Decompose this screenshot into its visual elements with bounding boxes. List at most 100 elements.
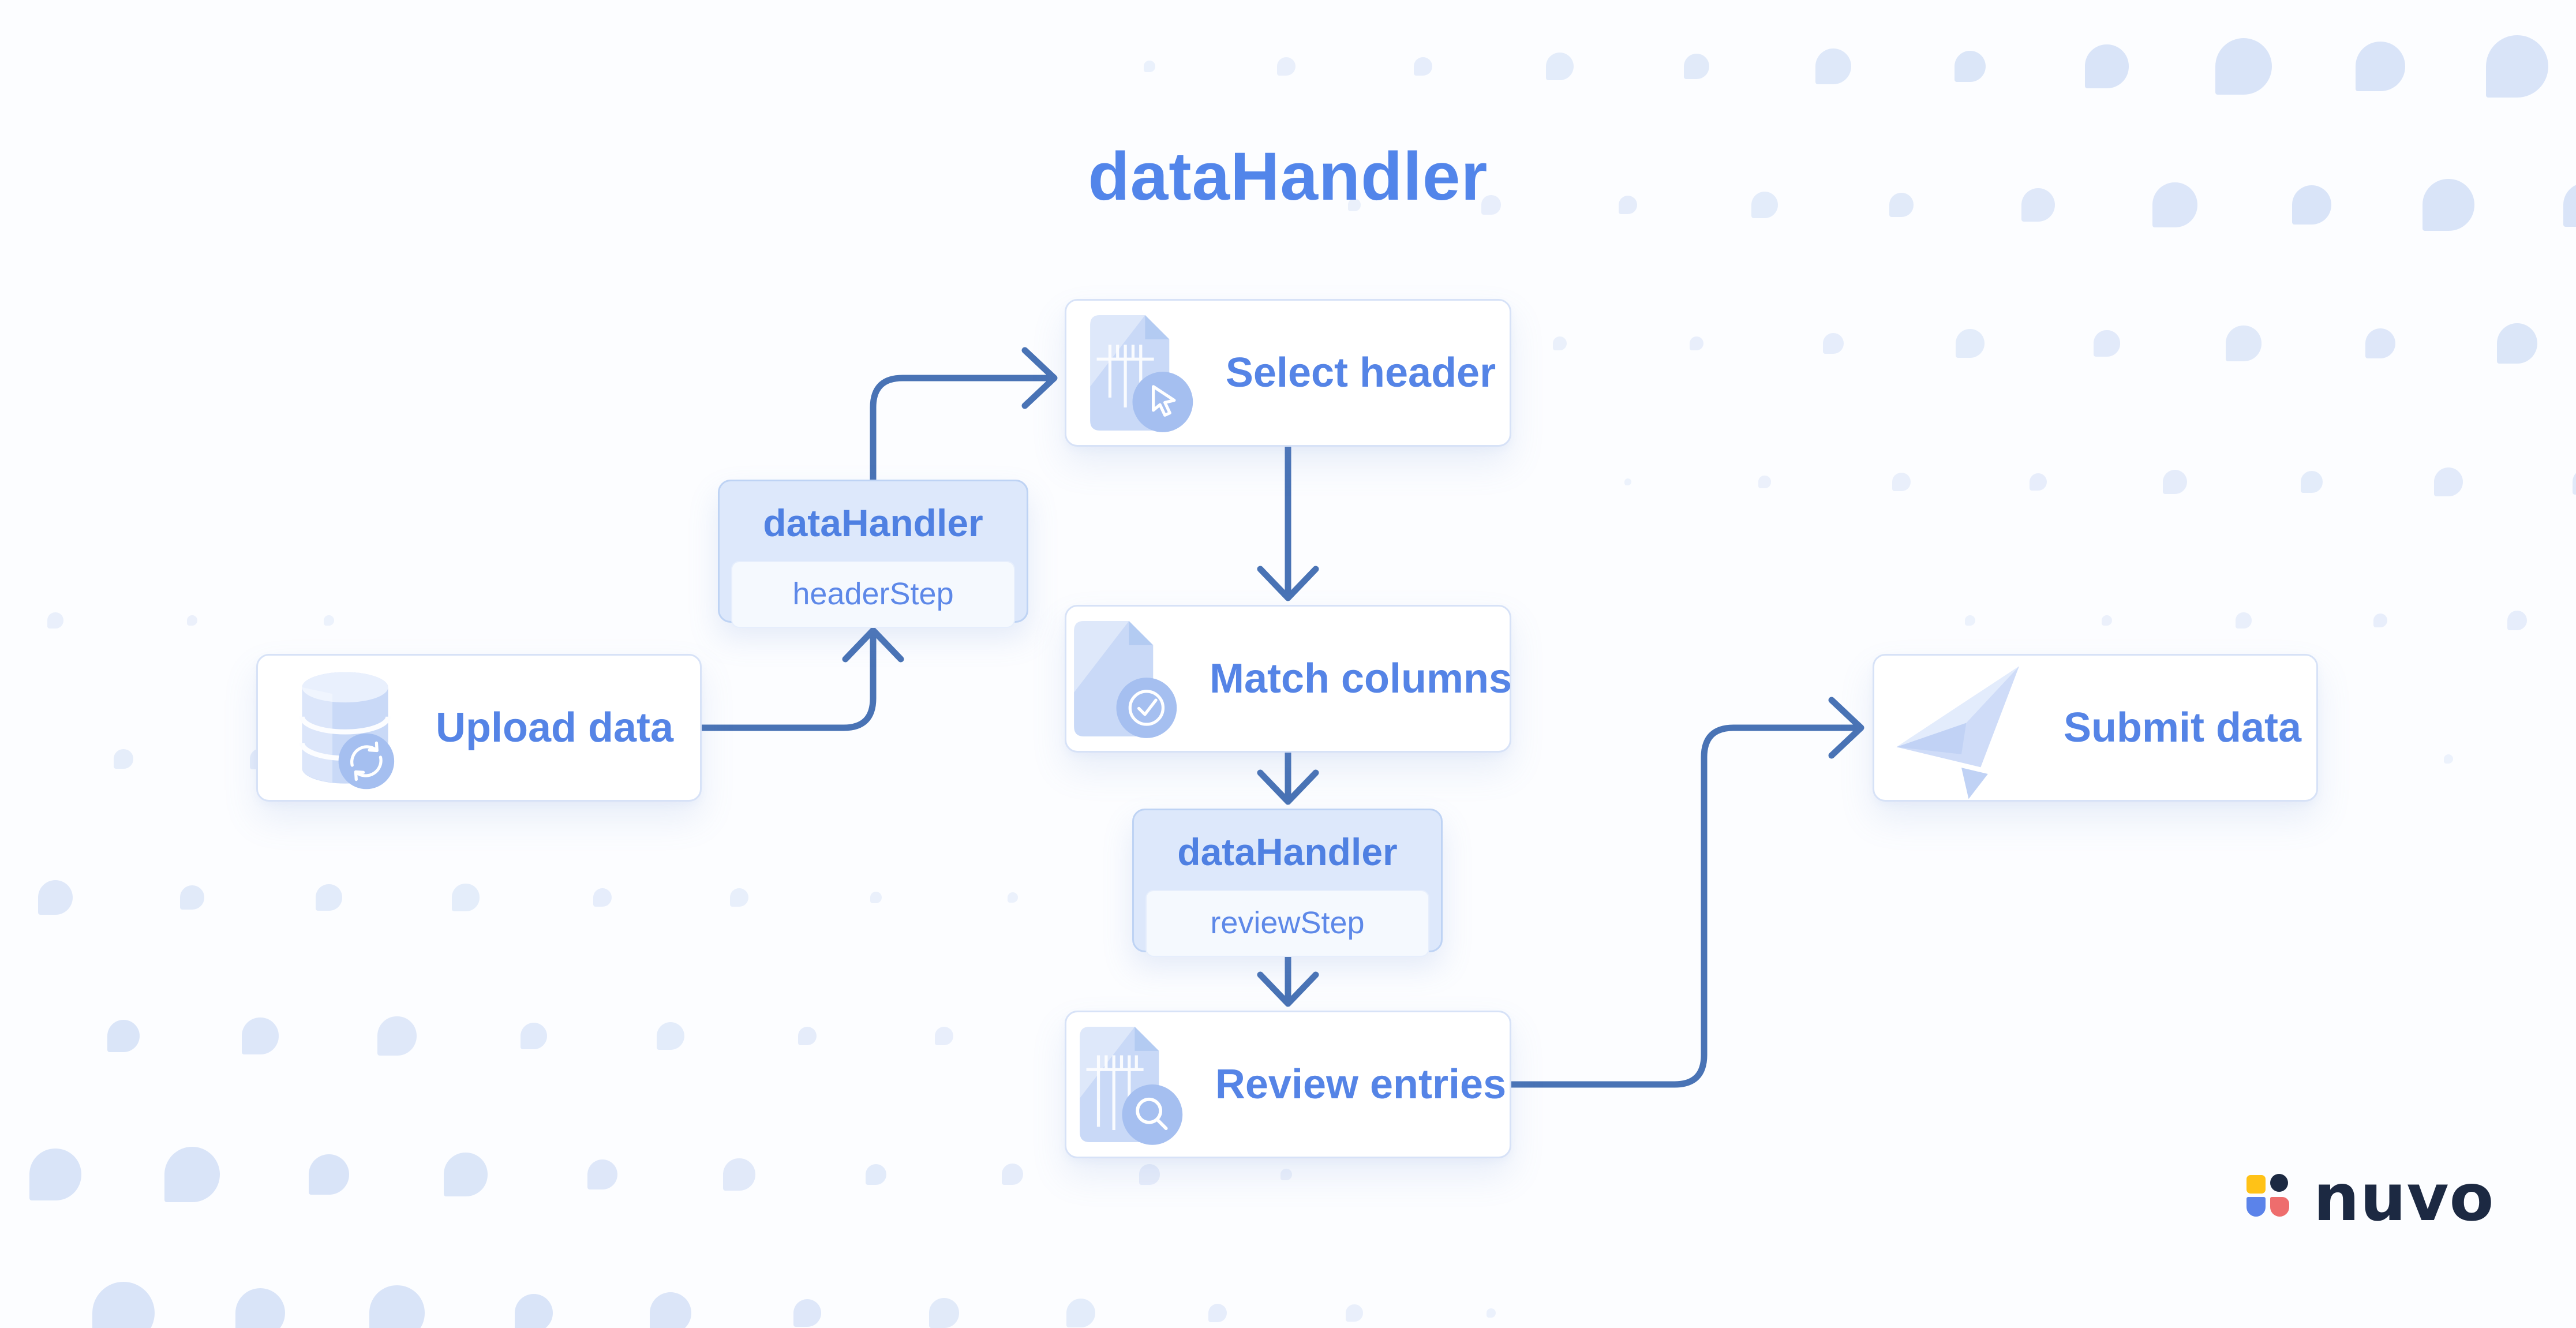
- background-dot: [2152, 182, 2197, 227]
- background-dot: [2486, 35, 2548, 98]
- background-dot: [369, 1285, 425, 1328]
- background-dot: [1545, 52, 1574, 81]
- background-dot: [1815, 48, 1852, 85]
- node-label: Submit data: [2063, 705, 2302, 751]
- background-dot: [1964, 615, 1976, 626]
- node-match-columns: Match columns: [1065, 605, 1512, 753]
- flow-arrow-headerstep-to-select-header: [870, 347, 1058, 483]
- background-dot: [2021, 188, 2055, 222]
- background-dot: [1280, 1168, 1293, 1181]
- background-dot: [235, 1288, 286, 1328]
- background-dot: [107, 1019, 140, 1053]
- background-dot: [1683, 53, 1710, 80]
- wrapper-title: dataHandler: [763, 502, 983, 544]
- background-dot: [1066, 1298, 1096, 1328]
- node-label: Select header: [1225, 350, 1496, 396]
- background-dot: [242, 1017, 279, 1054]
- background-dot: [2030, 473, 2047, 491]
- logo-tile-navy: [2270, 1174, 2288, 1192]
- paper-plane-icon: [1889, 656, 2034, 800]
- background-dot: [1276, 57, 1296, 76]
- background-dot: [2236, 612, 2252, 629]
- node-upload-data: Upload data: [256, 654, 702, 802]
- background-dot: [793, 1299, 822, 1327]
- flow-arrow-review-entries-to-submit: [1508, 697, 1864, 1088]
- background-dot: [2373, 613, 2388, 628]
- nuvo-logo: nuvo: [2246, 1161, 2494, 1230]
- background-dot: [1346, 1304, 1363, 1322]
- background-dot: [316, 884, 342, 911]
- flow-arrow-reviewstep-to-review-entries: [1257, 949, 1319, 1007]
- background-dot: [865, 1164, 887, 1185]
- background-dot: [2443, 754, 2454, 764]
- background-dot: [1956, 329, 1985, 358]
- background-dot: [2101, 615, 2113, 626]
- background-dot: [309, 1154, 349, 1195]
- background-dot: [2215, 38, 2272, 95]
- background-dot: [452, 884, 480, 911]
- background-dot: [1751, 191, 1779, 219]
- background-dot: [1823, 333, 1844, 354]
- node-label: Upload data: [435, 705, 674, 751]
- flow-arrow-upload-to-headerstep: [698, 627, 904, 731]
- background-dot: [1892, 473, 1911, 491]
- background-dot: [934, 1026, 954, 1046]
- background-dot: [2423, 179, 2474, 231]
- background-dot: [1758, 476, 1771, 488]
- background-dot: [187, 615, 197, 626]
- wrapper-sublabel: reviewStep: [1145, 890, 1429, 957]
- background-dot: [324, 615, 334, 626]
- wrapper-title: dataHandler: [1177, 831, 1398, 873]
- background-dot: [1552, 336, 1567, 351]
- database-sync-icon: [284, 666, 406, 790]
- background-dot: [1208, 1303, 1227, 1323]
- background-dot: [1007, 892, 1018, 903]
- background-dot: [114, 749, 133, 769]
- background-dot: [38, 880, 73, 915]
- background-dot: [2573, 469, 2576, 495]
- background-dot: [593, 888, 612, 907]
- background-dot: [2301, 471, 2323, 493]
- background-dot: [730, 888, 748, 907]
- background-dot: [29, 1149, 81, 1200]
- node-review-entries: Review entries: [1065, 1011, 1511, 1158]
- background-dot: [1002, 1164, 1024, 1185]
- background-dot: [2433, 467, 2463, 497]
- logo-tile-coral: [2270, 1197, 2289, 1217]
- flow-arrow-select-header-to-match-columns: [1257, 443, 1319, 601]
- node-label: Review entries: [1215, 1061, 1507, 1108]
- background-dot: [444, 1153, 488, 1196]
- background-dot: [1139, 1164, 1160, 1185]
- background-dot: [870, 892, 882, 903]
- background-dot: [1481, 195, 1501, 215]
- node-datahandler-reviewstep: dataHandler reviewStep: [1132, 809, 1443, 957]
- background-dot: [2365, 328, 2396, 359]
- wrapper-sublabel: headerStep: [731, 561, 1015, 628]
- background-dot: [47, 612, 63, 629]
- background-dot: [656, 1022, 685, 1050]
- page-title: dataHandler: [1088, 139, 1488, 215]
- node-select-header: Select header: [1065, 299, 1511, 447]
- background-dot: [797, 1026, 817, 1046]
- background-dot: [1690, 336, 1703, 350]
- background-dot: [2094, 330, 2120, 357]
- node-label: Match columns: [1209, 656, 1512, 702]
- background-dot: [180, 885, 204, 910]
- background-dot: [2356, 42, 2405, 91]
- document-search-icon: [1070, 1021, 1185, 1148]
- node-datahandler-headerstep: dataHandler headerStep: [718, 480, 1028, 628]
- background-dot: [2292, 185, 2331, 225]
- background-dot: [1487, 1308, 1496, 1318]
- background-dot: [2496, 323, 2538, 364]
- nuvo-wordmark: nuvo: [2313, 1161, 2495, 1236]
- background-dot: [1889, 193, 1914, 217]
- background-dot: [929, 1298, 959, 1328]
- background-dot: [1413, 57, 1433, 76]
- background-dot: [723, 1158, 755, 1191]
- document-cursor-icon: [1080, 309, 1196, 436]
- background-dot: [649, 1292, 692, 1328]
- background-dot: [514, 1293, 553, 1328]
- nuvo-logo-mark: [2246, 1174, 2289, 1217]
